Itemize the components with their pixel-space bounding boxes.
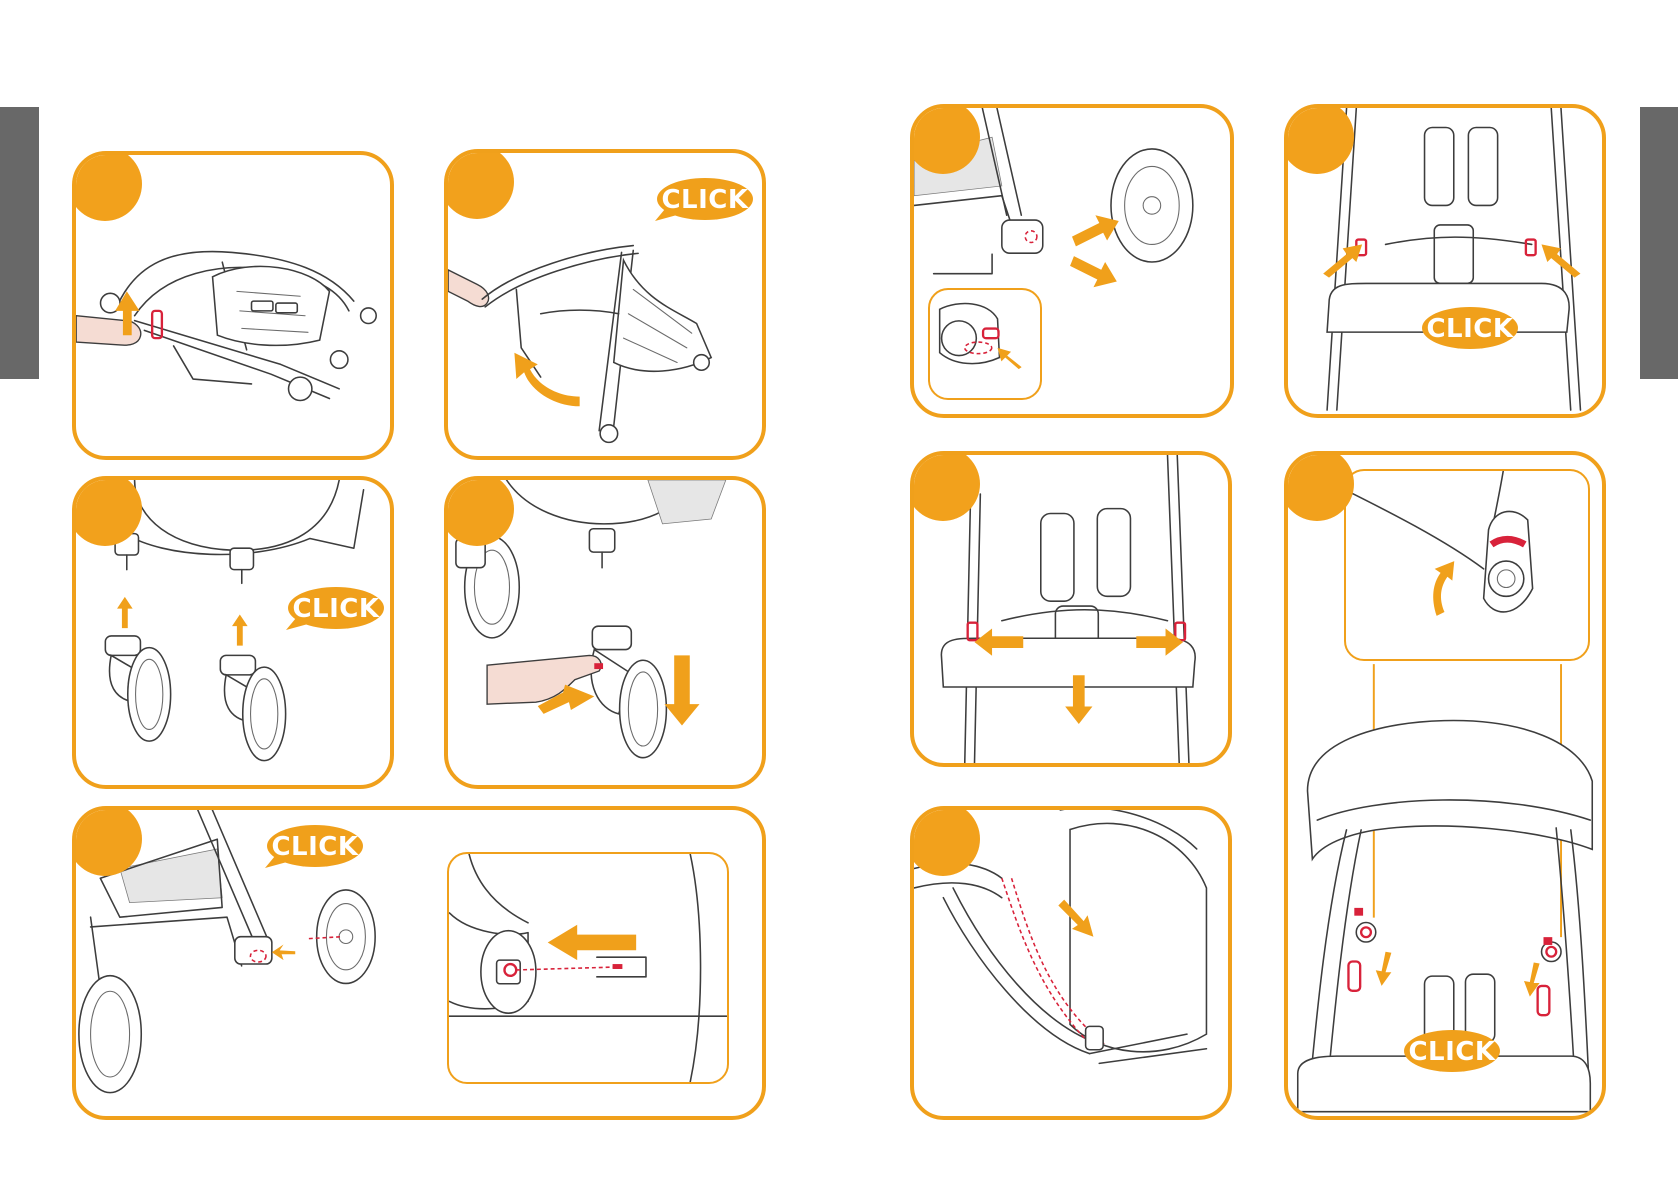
- click-label: CLICK: [1426, 314, 1513, 344]
- click-label: CLICK: [1408, 1037, 1495, 1067]
- axle-detail-illustration: [449, 854, 727, 1082]
- panel-attach-rear-wheel: CLICK: [72, 806, 766, 1120]
- click-callout: CLICK: [1416, 304, 1520, 352]
- panel-unfold-frame: CLICK: [444, 149, 766, 460]
- click-callout: CLICK: [1398, 1027, 1502, 1075]
- panel-attach-bumper-bar: CLICK: [1284, 104, 1606, 418]
- panel-attach-canopy: CLICK: [1284, 451, 1606, 1120]
- panel-attach-front-wheels: CLICK: [72, 476, 394, 789]
- click-callout: CLICK: [282, 584, 386, 632]
- click-callout: CLICK: [651, 175, 755, 223]
- wheel-axle-detail-inset: [447, 852, 729, 1084]
- panel-unzip-seat-cover: [910, 806, 1232, 1120]
- click-label: CLICK: [661, 185, 748, 215]
- release-button-illustration: [930, 290, 1040, 398]
- release-button-detail-inset: [928, 288, 1042, 400]
- canopy-clip-illustration: [1346, 471, 1588, 659]
- click-label: CLICK: [271, 832, 358, 862]
- click-callout: CLICK: [261, 822, 365, 870]
- left-edge-tab: [0, 107, 39, 379]
- panel-remove-rear-wheel: [910, 104, 1234, 418]
- panel-fold-release: [72, 151, 394, 460]
- right-edge-tab: [1640, 107, 1678, 379]
- click-label: CLICK: [292, 594, 379, 624]
- panel-remove-front-wheel: [444, 476, 766, 789]
- panel-remove-bumper-bar: [910, 451, 1232, 767]
- canopy-clip-detail-inset: [1344, 469, 1590, 661]
